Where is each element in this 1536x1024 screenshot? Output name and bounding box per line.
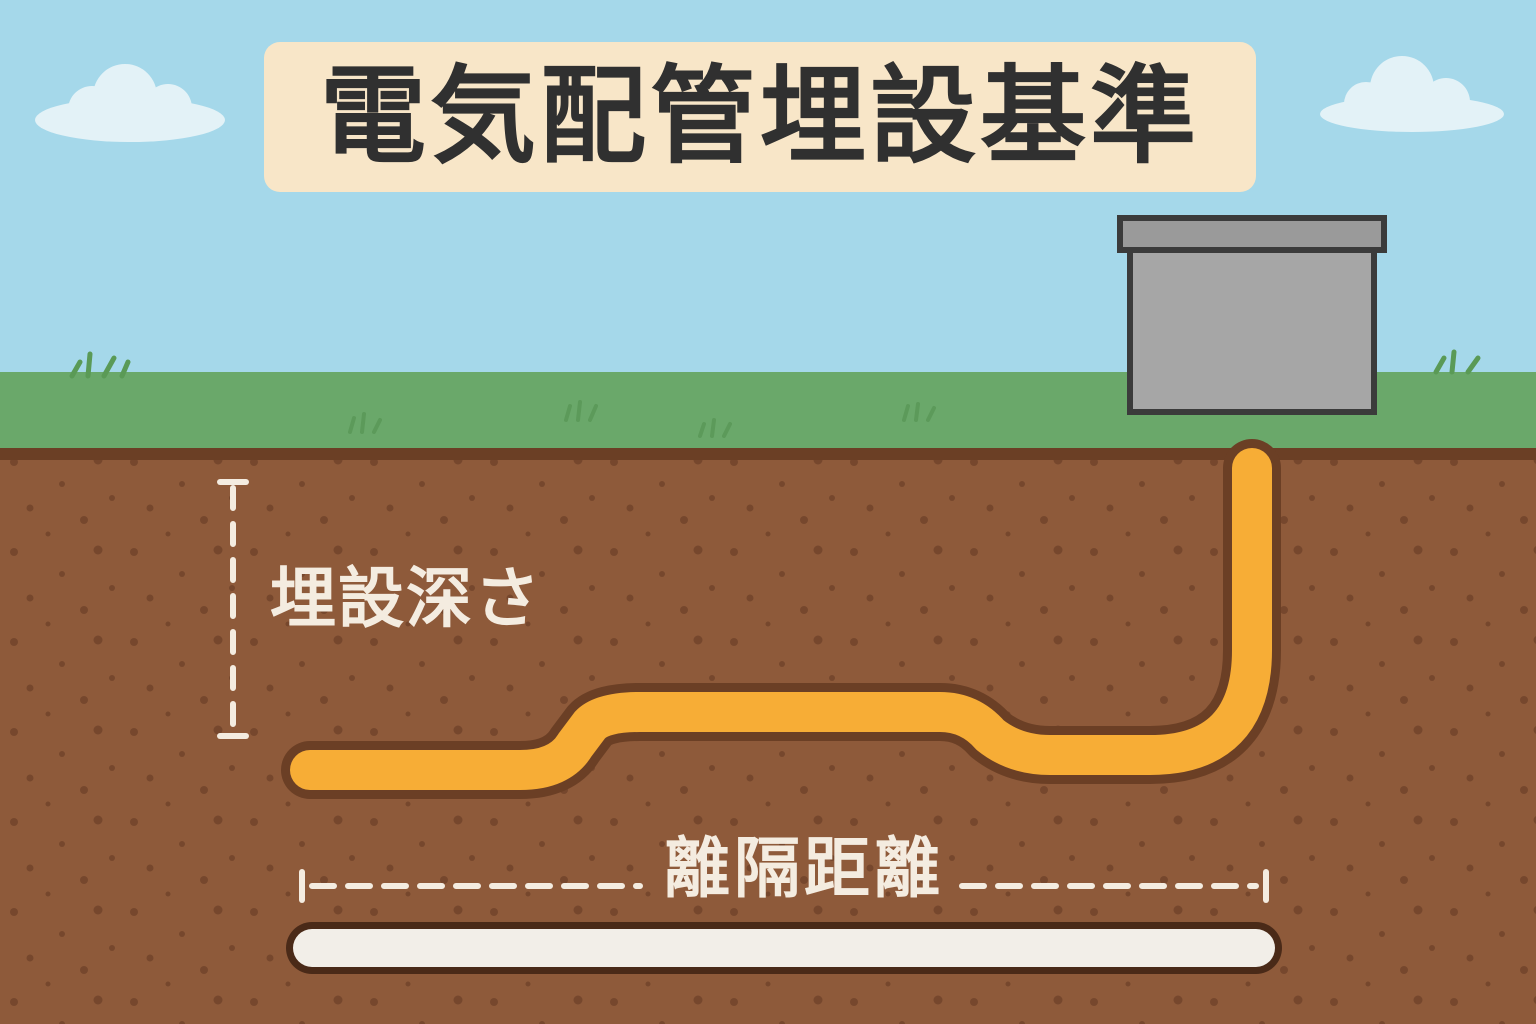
page-title: 電気配管埋設基準 [320,55,1200,178]
soil-edge [0,448,1536,460]
separation-distance-label: 離隔距離 [664,830,944,907]
electrical-box-icon [1117,215,1387,415]
distance-dimension-line [299,869,1269,903]
cloud-icon [35,64,225,142]
burial-depth-label: 埋設深さ [270,560,542,637]
grass-tuft-icon [348,400,936,438]
grass-tuft-icon [69,349,1481,379]
cloud-icon [1320,56,1504,132]
title-banner: 電気配管埋設基準 [264,42,1256,192]
depth-dimension-line [217,479,249,739]
electrical-conduit [290,448,1272,790]
